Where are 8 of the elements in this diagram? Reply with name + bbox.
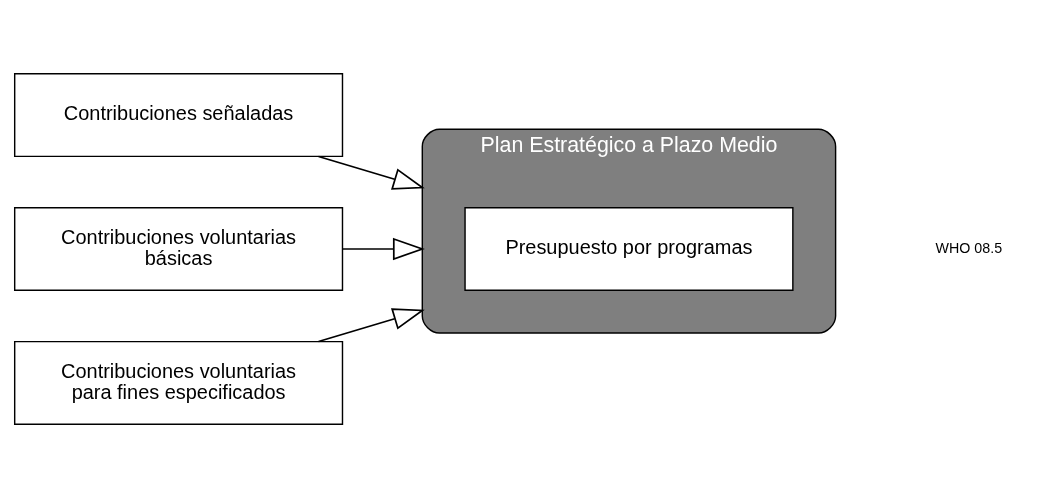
arrow <box>317 307 425 342</box>
node-box: Contribuciones voluntarias básicas <box>13 206 344 291</box>
node-box: Contribuciones voluntarias para fines especificados <box>13 340 344 425</box>
arrow <box>342 237 425 260</box>
node-box: Presupuesto por programas <box>464 206 794 291</box>
node-box: Contribuciones señaladas <box>13 72 344 157</box>
arrow <box>317 155 425 190</box>
label: WHO 08.5 <box>935 239 1003 256</box>
